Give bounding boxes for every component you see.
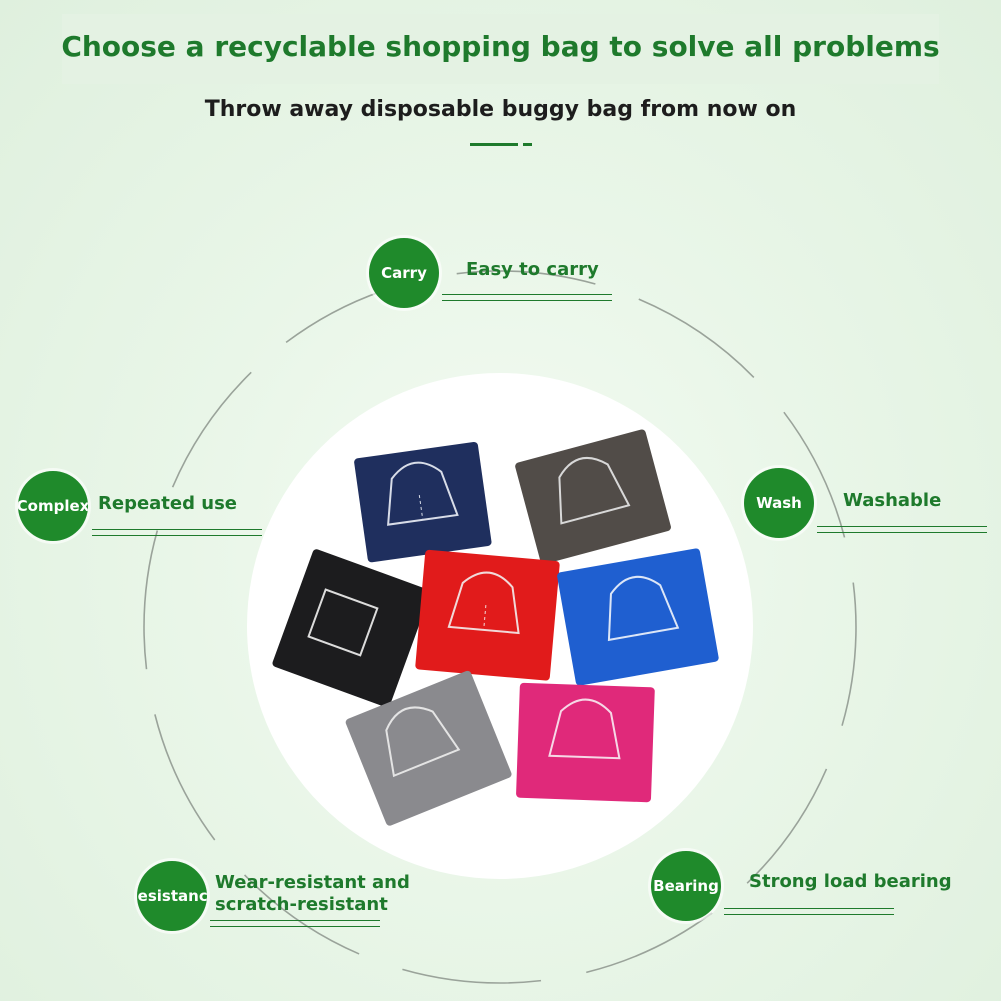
bearing-feature-text: Strong load bearing bbox=[749, 871, 952, 892]
carry-underline bbox=[442, 294, 612, 301]
navy-bag bbox=[354, 441, 492, 563]
page-title: Choose a recyclable shopping bag to solv… bbox=[61, 30, 940, 63]
complex-badge: Complex bbox=[18, 471, 88, 541]
resistance-feature-text-line1: Wear-resistant and bbox=[215, 872, 410, 893]
resistance-underline bbox=[210, 920, 380, 927]
title-band bbox=[62, 14, 939, 84]
product-photo bbox=[272, 429, 719, 826]
title-divider bbox=[470, 143, 518, 146]
resistance-feature-text-line2: scratch-resistant bbox=[215, 894, 388, 915]
red-bag bbox=[415, 549, 560, 681]
resistance-badge: Resistance bbox=[137, 861, 207, 931]
bearing-underline bbox=[724, 908, 894, 915]
carry-badge: Carry bbox=[369, 238, 439, 308]
product-photo-circle bbox=[247, 373, 753, 879]
blue-bag bbox=[557, 548, 719, 686]
page-subtitle: Throw away disposable buggy bag from now… bbox=[204, 97, 797, 122]
brown-bag bbox=[515, 429, 671, 565]
black-bag bbox=[272, 549, 431, 708]
grey-bag bbox=[345, 670, 512, 826]
bearing-badge: Bearing bbox=[651, 851, 721, 921]
title-divider-dot bbox=[523, 143, 532, 146]
wash-feature-text: Washable bbox=[843, 490, 942, 511]
complex-underline bbox=[92, 529, 262, 536]
pink-bag bbox=[516, 682, 655, 803]
wash-badge: Wash bbox=[744, 468, 814, 538]
complex-feature-text: Repeated use bbox=[98, 493, 238, 514]
carry-feature-text: Easy to carry bbox=[466, 259, 599, 280]
wash-underline bbox=[817, 526, 987, 533]
